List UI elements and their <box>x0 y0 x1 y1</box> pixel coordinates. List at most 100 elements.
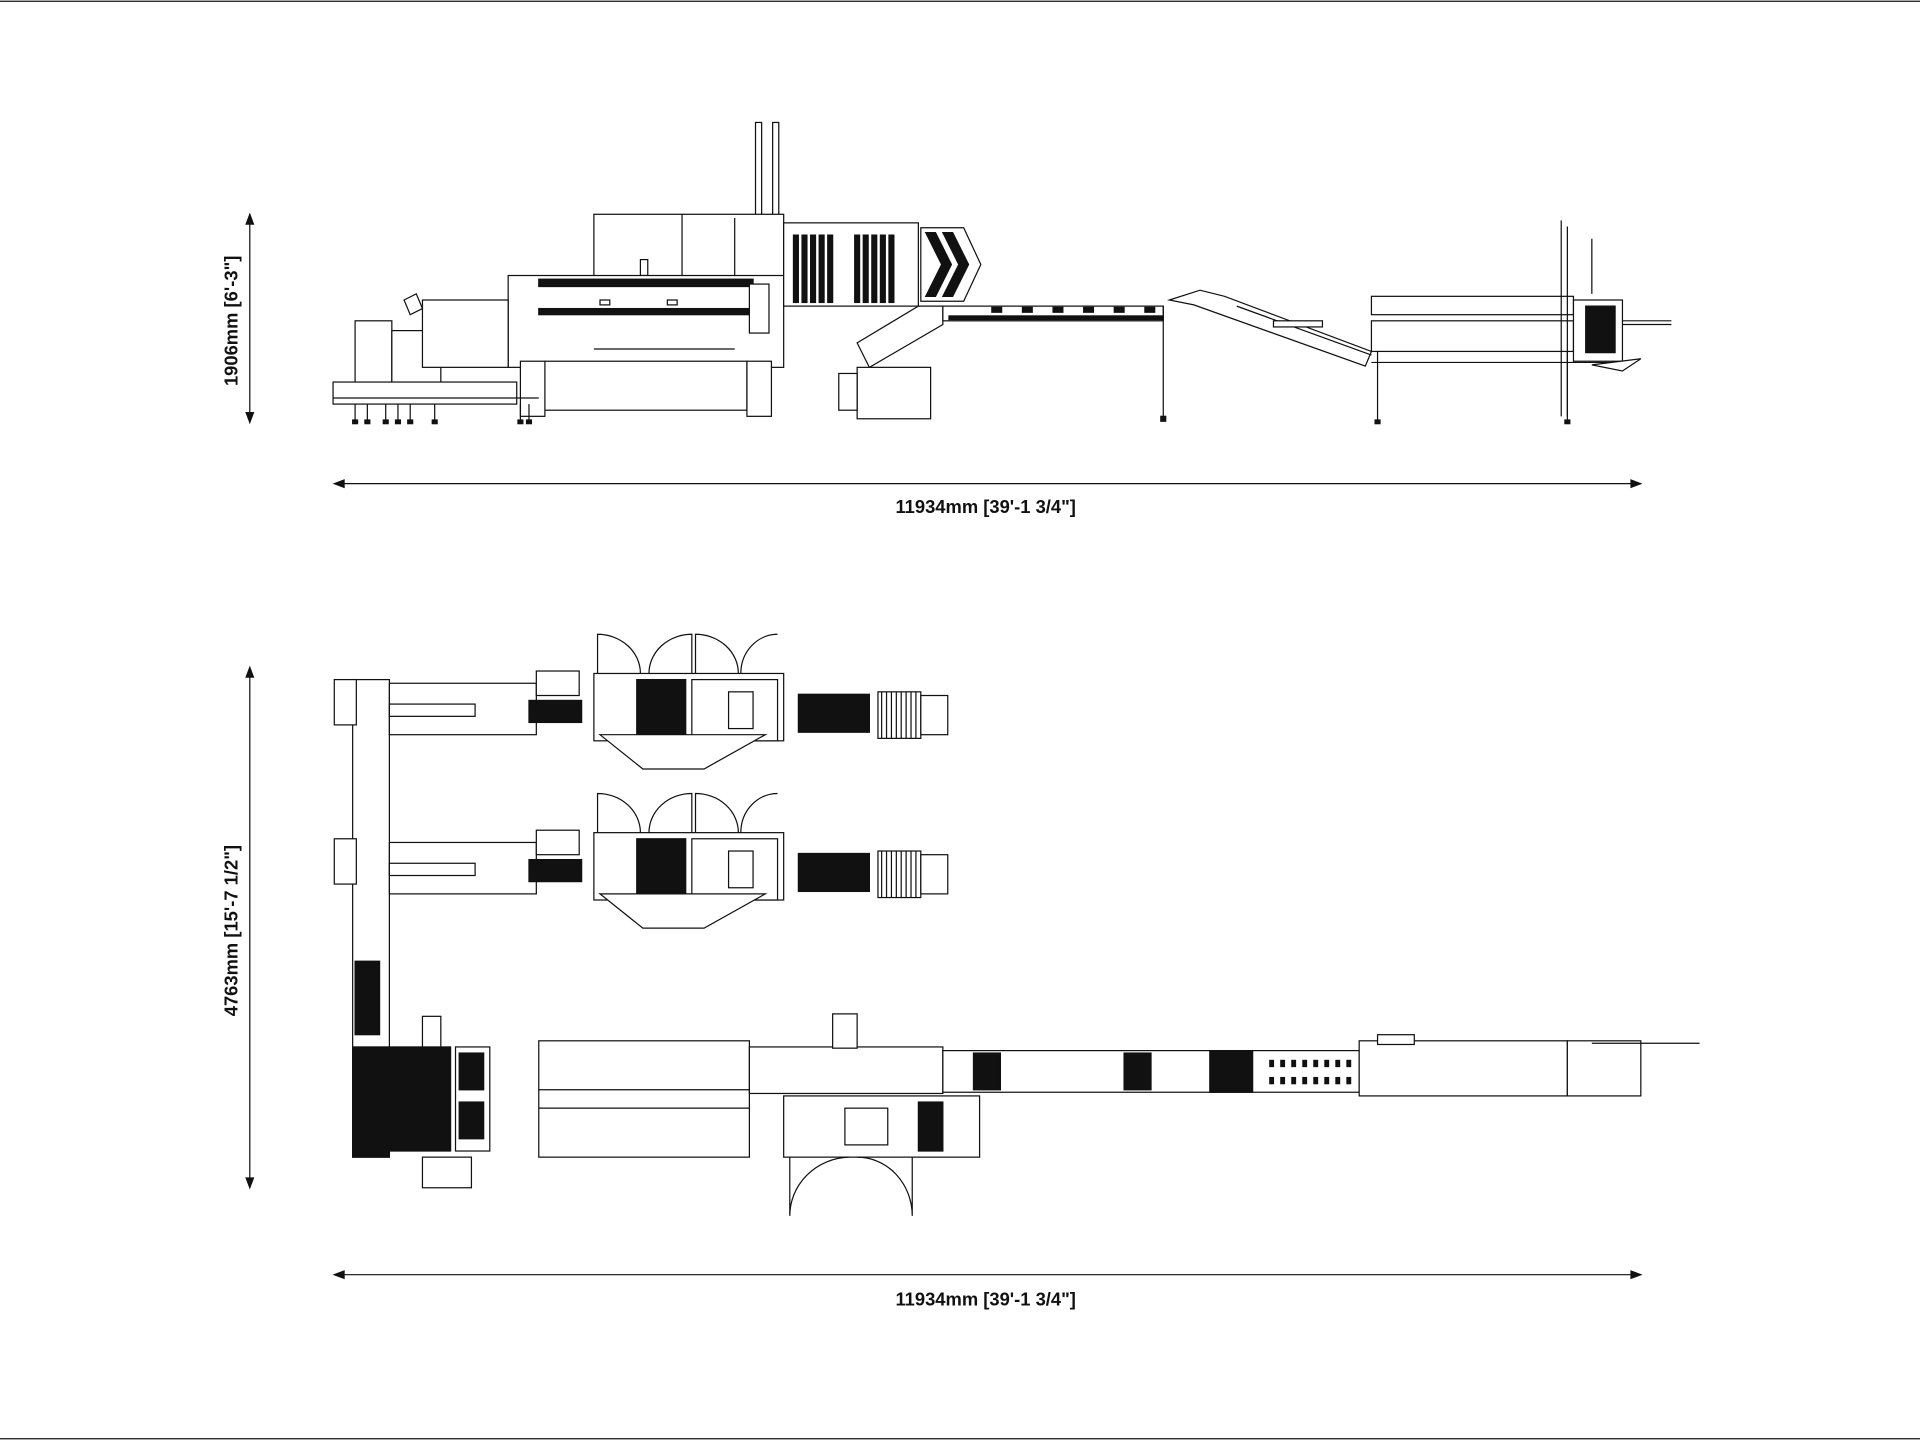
drawing-part <box>948 315 1164 321</box>
drawing-part <box>1280 1059 1286 1068</box>
incline-conveyor <box>1166 289 1373 367</box>
drawing-part <box>458 1052 485 1091</box>
drawing-part <box>1313 1059 1319 1068</box>
drawing-part <box>727 850 754 889</box>
drawing-part <box>917 1101 944 1152</box>
drawing-part <box>1346 1059 1352 1068</box>
drawing-part <box>354 960 381 1036</box>
drawing-part <box>727 691 754 730</box>
access-door-swing <box>596 633 778 674</box>
drawing-part <box>333 838 357 885</box>
drawing-part <box>421 299 509 368</box>
drawing-part <box>458 1101 485 1140</box>
drawing-part <box>854 234 861 304</box>
drawing-part <box>748 1046 944 1095</box>
leg-foot <box>1374 419 1381 425</box>
leg-foot <box>517 419 524 425</box>
leg-foot <box>1564 419 1571 425</box>
drawing-part <box>862 234 869 304</box>
drawing-part <box>332 381 518 405</box>
elevation-length-label: 11934mm [39'-1 3/4"] <box>895 496 1075 517</box>
drawing-part <box>810 234 817 304</box>
fryer-plan <box>538 1040 750 1158</box>
drawing-part <box>1269 1076 1275 1085</box>
fryer-hood <box>593 213 785 279</box>
drawing-part <box>888 234 895 304</box>
drawing-part <box>1160 415 1167 422</box>
drawing-part <box>879 234 886 304</box>
drawing-part <box>920 694 949 736</box>
elevation-height-dimension: 1906mm [6'-3"] <box>221 212 255 425</box>
drawing-part <box>666 299 678 306</box>
leg-foot <box>394 419 402 425</box>
drawing-part <box>1123 1052 1152 1091</box>
drawing-part <box>1591 358 1642 372</box>
drawing-part <box>1280 1076 1286 1085</box>
drawing-part <box>941 232 970 297</box>
drawing-part <box>538 278 754 288</box>
elevation-height-label: 1906mm [6'-3"] <box>221 256 242 386</box>
leg-foot <box>364 419 371 425</box>
outfeed-unit <box>1370 295 1575 316</box>
drawing-part <box>636 678 687 736</box>
belt-section <box>797 693 870 733</box>
drawing-part <box>748 283 770 334</box>
drawing-part <box>598 893 768 929</box>
drawing-part <box>991 306 1003 313</box>
drawing-part <box>827 234 834 304</box>
drawing-part <box>639 258 649 277</box>
drawing-part <box>920 854 949 895</box>
drawing-part <box>871 234 878 304</box>
leg-foot <box>407 419 414 425</box>
plan-view <box>333 633 1700 1216</box>
drawing-part <box>801 234 808 304</box>
drawing-part <box>1113 306 1125 313</box>
plan-width-label: 4763mm [15'-7 1/2"] <box>221 845 242 1016</box>
drawing-part <box>1269 1059 1275 1068</box>
drawing-part <box>1346 1076 1352 1085</box>
drawing-part <box>746 360 773 417</box>
drawing-part <box>535 829 580 856</box>
drawing-part <box>1335 1076 1341 1085</box>
drawing-part <box>598 734 768 770</box>
access-door-swing <box>789 1156 913 1216</box>
drawing-part <box>877 850 922 899</box>
leg-foot <box>525 419 533 425</box>
drawing-part <box>1302 1059 1308 1068</box>
drawing-part <box>1291 1076 1297 1085</box>
drawing-part <box>535 670 580 697</box>
elevation-length-dimension: 11934mm [39'-1 3/4"] <box>332 479 1643 517</box>
drawing-part <box>1376 1034 1415 1046</box>
plan-length-label: 11934mm [39'-1 3/4"] <box>895 1288 1075 1309</box>
drawing-part <box>1144 306 1156 313</box>
drawing-part <box>972 1052 1002 1091</box>
drawing-part <box>388 862 476 877</box>
drawing-part <box>838 372 858 411</box>
drawing-part <box>1370 320 1575 353</box>
drawing-part <box>856 305 944 369</box>
drawing-part <box>818 234 825 304</box>
drawing-part <box>844 1107 889 1146</box>
fryer-tank <box>544 360 748 411</box>
drawing-part <box>1324 1059 1330 1068</box>
drawing-part <box>1209 1050 1254 1093</box>
drawing-part <box>599 299 611 306</box>
leg-foot <box>352 419 359 425</box>
drawing-part <box>1302 1076 1308 1085</box>
drawing-part <box>421 1156 473 1189</box>
plan-width-dimension: 4763mm [15'-7 1/2"] <box>221 665 255 1190</box>
drawing-part <box>832 1013 858 1049</box>
plan-length-dimension: 11934mm [39'-1 3/4"] <box>332 1270 1643 1309</box>
drawing-part <box>421 1015 442 1048</box>
drawing-part <box>1083 306 1095 313</box>
drawing-part <box>1291 1059 1297 1068</box>
leg-foot <box>382 419 389 425</box>
drawing-part <box>877 691 922 739</box>
side-elevation-view <box>332 121 1672 425</box>
drawing-part <box>1272 320 1324 328</box>
drawing-part <box>1052 306 1064 313</box>
control-panel <box>1585 305 1616 354</box>
leg-foot <box>431 419 438 425</box>
accumulation-section <box>352 1046 390 1158</box>
